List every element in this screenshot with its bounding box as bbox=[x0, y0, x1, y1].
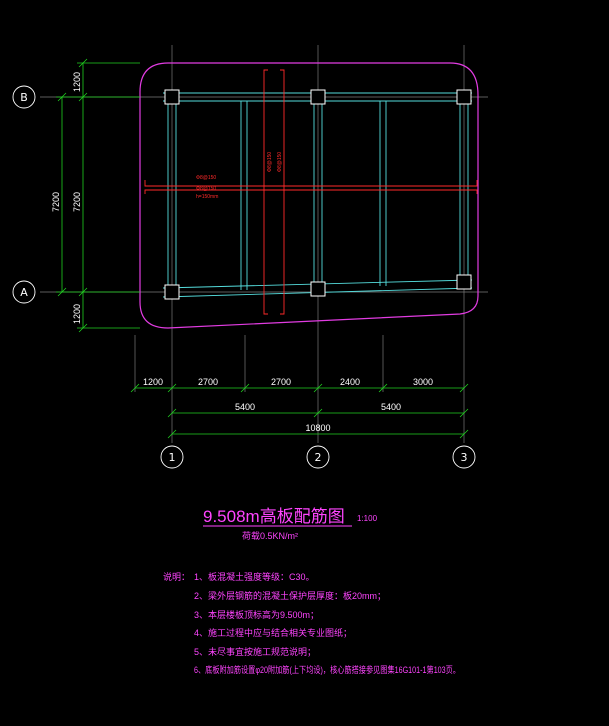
dim-left-outer: 7200 bbox=[51, 192, 61, 212]
axis-bubble-3 bbox=[452, 445, 476, 469]
axis-bubble-2 bbox=[306, 445, 330, 469]
load-note: 荷载0.5KN/m² bbox=[242, 530, 298, 541]
tick bbox=[167, 408, 177, 418]
dim-left-top: 1200 bbox=[72, 72, 82, 92]
tick bbox=[378, 383, 388, 393]
dim-left-mid: 7200 bbox=[72, 192, 82, 212]
column-a3 bbox=[456, 274, 472, 290]
axis-label-a: A bbox=[20, 286, 28, 299]
tick bbox=[240, 383, 250, 393]
tick bbox=[78, 58, 88, 68]
note-item-6: 6、底板附加筋设置φ20附加筋(上下均设)，核心筋搭接参见图集16G101-1第… bbox=[194, 664, 460, 675]
axis-bubble-b bbox=[12, 85, 36, 109]
tick bbox=[167, 429, 177, 439]
notes-label: 说明： bbox=[163, 571, 190, 582]
axis-label-2: 2 bbox=[315, 451, 322, 464]
bottom-dimension-lines bbox=[130, 383, 469, 439]
dim-span-4: 2400 bbox=[340, 377, 360, 387]
tick bbox=[78, 323, 88, 333]
axis-label-1: 1 bbox=[169, 451, 176, 464]
note-item-5: 5、未尽事宜按施工规范说明； bbox=[194, 646, 316, 657]
beams bbox=[162, 92, 473, 298]
dim-total: 10800 bbox=[305, 423, 330, 433]
column-a1 bbox=[164, 284, 180, 300]
drawing-scale: 1:100 bbox=[357, 514, 378, 523]
axis-bubble-1 bbox=[160, 445, 184, 469]
tick bbox=[459, 429, 469, 439]
tick bbox=[167, 383, 177, 393]
rebar-label-3: h=150mm bbox=[196, 194, 218, 200]
axis-label-3: 3 bbox=[461, 451, 468, 464]
tick bbox=[313, 383, 323, 393]
note-item-3: 3、本层楼板顶标高为9.500m； bbox=[194, 609, 319, 620]
note-item-1: 1、板混凝土强度等级：C30。 bbox=[194, 571, 315, 582]
column-b1 bbox=[164, 89, 180, 105]
tick bbox=[57, 92, 67, 102]
axis-label-b: B bbox=[20, 91, 28, 104]
tick bbox=[313, 408, 323, 418]
dim-span-1: 1200 bbox=[143, 377, 163, 387]
column-b3 bbox=[456, 89, 472, 105]
tick bbox=[78, 92, 88, 102]
tick bbox=[130, 383, 140, 393]
axis-bubbles bbox=[12, 85, 476, 469]
dim-bay-2: 5400 bbox=[381, 402, 401, 412]
column-a2 bbox=[310, 281, 326, 297]
note-item-4: 4、施工过程中应与结合相关专业图纸； bbox=[194, 627, 352, 638]
rebar-vertical-1 bbox=[263, 69, 268, 315]
dim-left-bottom: 1200 bbox=[72, 304, 82, 324]
tick bbox=[78, 287, 88, 297]
tick bbox=[459, 408, 469, 418]
columns bbox=[164, 89, 472, 300]
rebar-label-v1: Φ8@150 bbox=[267, 152, 273, 172]
rebar-horizontal-2 bbox=[144, 189, 478, 194]
slab-outline bbox=[139, 62, 479, 329]
left-dimension-lines bbox=[56, 58, 140, 333]
column-b2 bbox=[310, 89, 326, 105]
drawing-title: 9.508m高板配筋图 bbox=[203, 507, 345, 526]
dim-span-3: 2700 bbox=[271, 377, 291, 387]
note-item-2: 2、梁外层钢筋的混凝土保护层厚度：板20mm； bbox=[194, 590, 386, 601]
axis-bubble-a bbox=[12, 280, 36, 304]
rebar-lines bbox=[144, 69, 478, 315]
tick bbox=[57, 287, 67, 297]
rebar-horizontal-1 bbox=[144, 180, 478, 187]
dim-span-2: 2700 bbox=[198, 377, 218, 387]
rebar-label-2: Φ8@150 bbox=[196, 186, 216, 192]
rebar-label-1: Φ8@150 bbox=[196, 175, 216, 181]
tick bbox=[459, 383, 469, 393]
dim-bay-1: 5400 bbox=[235, 402, 255, 412]
rebar-label-v2: Φ8@150 bbox=[277, 152, 283, 172]
dim-span-5: 3000 bbox=[413, 377, 433, 387]
rebar-vertical-2 bbox=[280, 69, 285, 315]
